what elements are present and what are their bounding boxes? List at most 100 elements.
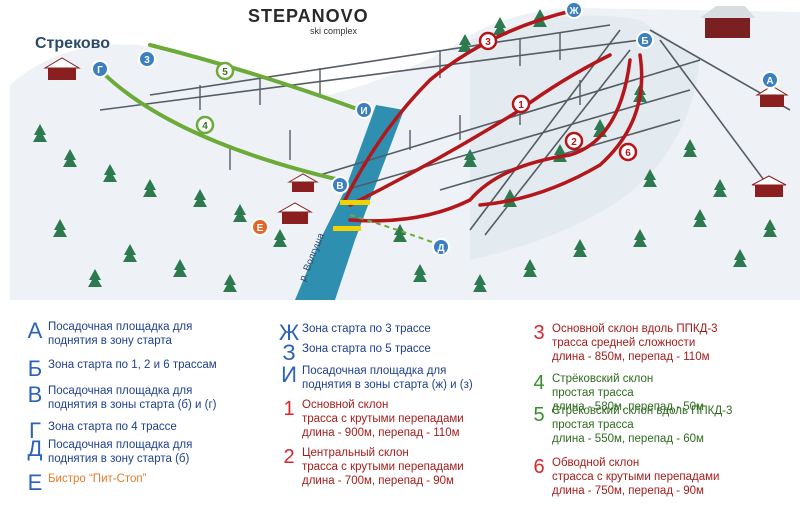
legend-item-5-mark: Е	[27, 470, 43, 495]
legend-trail-2: 2 Центральный склон трасса с крутыми переп…	[276, 446, 464, 488]
legend-trail-2-mark: 2	[283, 446, 295, 468]
legend-item-0-line: поднятия в зону старта	[48, 335, 172, 347]
legend-item-1-mark: Б	[27, 356, 43, 381]
legend-item-4-line: Посадочная площадка для	[48, 439, 193, 451]
legend-trail-3-line: длина - 850м, перепад - 110м	[552, 351, 710, 363]
legend-trail-3-line: Основной склон вдоль ППКД-3	[552, 323, 718, 335]
svg-text:1: 1	[518, 100, 524, 111]
legend-trail-1-line: Основной склон	[302, 399, 389, 411]
legend-trail-2-line: трасса с крутыми перепадами	[302, 461, 464, 473]
bridge-1	[340, 200, 370, 205]
legend-trail-5-text: Стрёковский склон вдоль ППКД-3 простая тр…	[552, 404, 732, 446]
green-trails	[98, 43, 362, 182]
marker-trail-4: 4	[195, 115, 215, 135]
legend-trail-5-line: простая трасса	[552, 419, 634, 431]
legend-trail-5-line: Стрёковский склон вдоль ППКД-3	[552, 405, 733, 417]
marker-zh: Ж	[565, 1, 583, 19]
marker-trail-2: 2	[564, 131, 584, 151]
legend-trail-1-mark: 1	[283, 398, 295, 420]
trail-6	[478, 53, 644, 207]
marker-trail-3: 3	[478, 31, 498, 51]
trail-3	[343, 8, 577, 202]
legend-trail-6-line: страсса с крутыми перепадами	[552, 471, 720, 483]
legend-trail-1-text: Основной склон трасса с крутыми перепадам…	[302, 398, 464, 440]
svg-text:Д: Д	[437, 243, 444, 254]
legend-letter-1-text: Зона старта по 5 трассе	[302, 342, 431, 356]
legend-item-1-line: Зона старта по 1, 2 и 6 трассам	[48, 359, 217, 371]
building-bistro	[277, 202, 313, 224]
marker-z3: 3	[138, 50, 156, 68]
legend-item-0-mark: А	[27, 318, 43, 343]
svg-text:А: А	[766, 76, 773, 87]
legend-trail-4-mark: 4	[533, 372, 545, 394]
legend-letter-2-line: Посадочная площадка для	[302, 365, 447, 377]
legend-item-0-line: Посадочная площадка для	[48, 321, 193, 333]
legend-item-4-text: Посадочная площадка для поднятия в зону с…	[48, 438, 192, 466]
marker-e: Е	[251, 218, 269, 236]
legend-item-5-line: Бистро “Пит-Стоп”	[48, 473, 147, 485]
legend-item-4-line: поднятия в зону старта (б)	[48, 453, 190, 465]
marker-trail-5: 5	[215, 61, 235, 81]
legend-letter-2-line: поднятия в зоны старта (ж) и (з)	[302, 379, 473, 391]
marker-g: Г	[91, 60, 109, 78]
legend-item-4: Д Посадочная площадка для поднятия в зону …	[22, 436, 193, 466]
logo-main: STEPANOVO	[248, 6, 369, 26]
building-village	[43, 57, 81, 80]
legend-item-2-line: Посадочная площадка для	[48, 385, 193, 397]
legend-item-5: Е Бистро “Пит-Стоп”	[22, 472, 147, 494]
building-top	[700, 6, 755, 38]
marker-d: Д	[432, 238, 450, 256]
svg-text:Ж: Ж	[568, 6, 579, 17]
legend-trail-2-text: Центральный склон трасса с крутыми перепа…	[302, 446, 464, 488]
trail-5	[148, 43, 362, 112]
ski-resort-map: р. Волгуша	[10, 1, 800, 300]
walking-paths	[349, 214, 441, 246]
legend-letter-1-mark: З	[282, 340, 296, 365]
legend-item-3-text: Зона старта по 4 трассе	[48, 420, 177, 434]
svg-text:Е: Е	[257, 223, 264, 234]
svg-text:3: 3	[144, 55, 150, 66]
legend-trail-2-line: длина - 700м, перепад - 90м	[302, 475, 454, 487]
legend-letter-0-mark: Ж	[278, 320, 300, 345]
legend-item-0: А Посадочная площадка для поднятия в зону …	[22, 318, 193, 348]
legend-letter-1-line: Зона старта по 5 трассе	[302, 343, 431, 355]
svg-text:3: 3	[485, 37, 491, 48]
legend-letter-1: З Зона старта по 5 трассе	[276, 340, 431, 365]
legend-item-2-mark: В	[27, 382, 43, 407]
marker-trail-1: 1	[511, 94, 531, 114]
marker-a: А	[761, 71, 779, 89]
legend-item-1-text: Зона старта по 1, 2 и 6 трассам	[48, 358, 217, 372]
legend-trail-1-line: трасса с крутыми перепадами	[302, 413, 464, 425]
bridge-2	[333, 226, 361, 231]
legend-trail-1: 1 Основной склон трасса с крутыми перепада…	[276, 398, 464, 440]
point-markers: Ж Б А Г 3 И В Д Е	[91, 1, 779, 256]
legend-trail-4-line: Стрёковский склон	[552, 373, 654, 385]
legend-letter-2-mark: И	[281, 362, 297, 387]
legend-letter-0-line: Зона старта по 3 трассе	[302, 323, 431, 335]
marker-trail-6: 6	[618, 142, 638, 162]
red-trails	[343, 8, 644, 223]
legend-item-3-line: Зона старта по 4 трассе	[48, 421, 177, 433]
legend-trail-6-line: длина - 750м, перепад - 90м	[552, 485, 704, 497]
legend-item-4-mark: Д	[27, 436, 43, 461]
legend-trail-1-line: длина - 900м, перепад - 110м	[302, 427, 460, 439]
legend-trail-2-line: Центральный склон	[302, 447, 409, 459]
svg-text:6: 6	[625, 148, 631, 159]
logo-sub: ski complex	[310, 26, 358, 36]
svg-text:4: 4	[202, 121, 208, 132]
trail-4	[98, 68, 342, 182]
svg-text:Б: Б	[641, 36, 648, 47]
legend-item-0-text: Посадочная площадка для поднятия в зону с…	[48, 320, 192, 348]
building-a	[755, 85, 789, 107]
legend-letter-0-text: Зона старта по 3 трассе	[302, 322, 431, 336]
marker-i: И	[355, 101, 373, 119]
